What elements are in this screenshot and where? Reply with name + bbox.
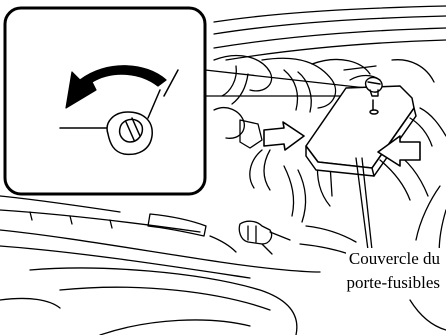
fuse-cover-label-line-2: porte-fusibles (344, 272, 443, 294)
fuse-cover-label-line-1: Couvercle du (346, 248, 443, 270)
push-arrow-right-icon (264, 122, 304, 150)
detail-inset (5, 8, 205, 194)
